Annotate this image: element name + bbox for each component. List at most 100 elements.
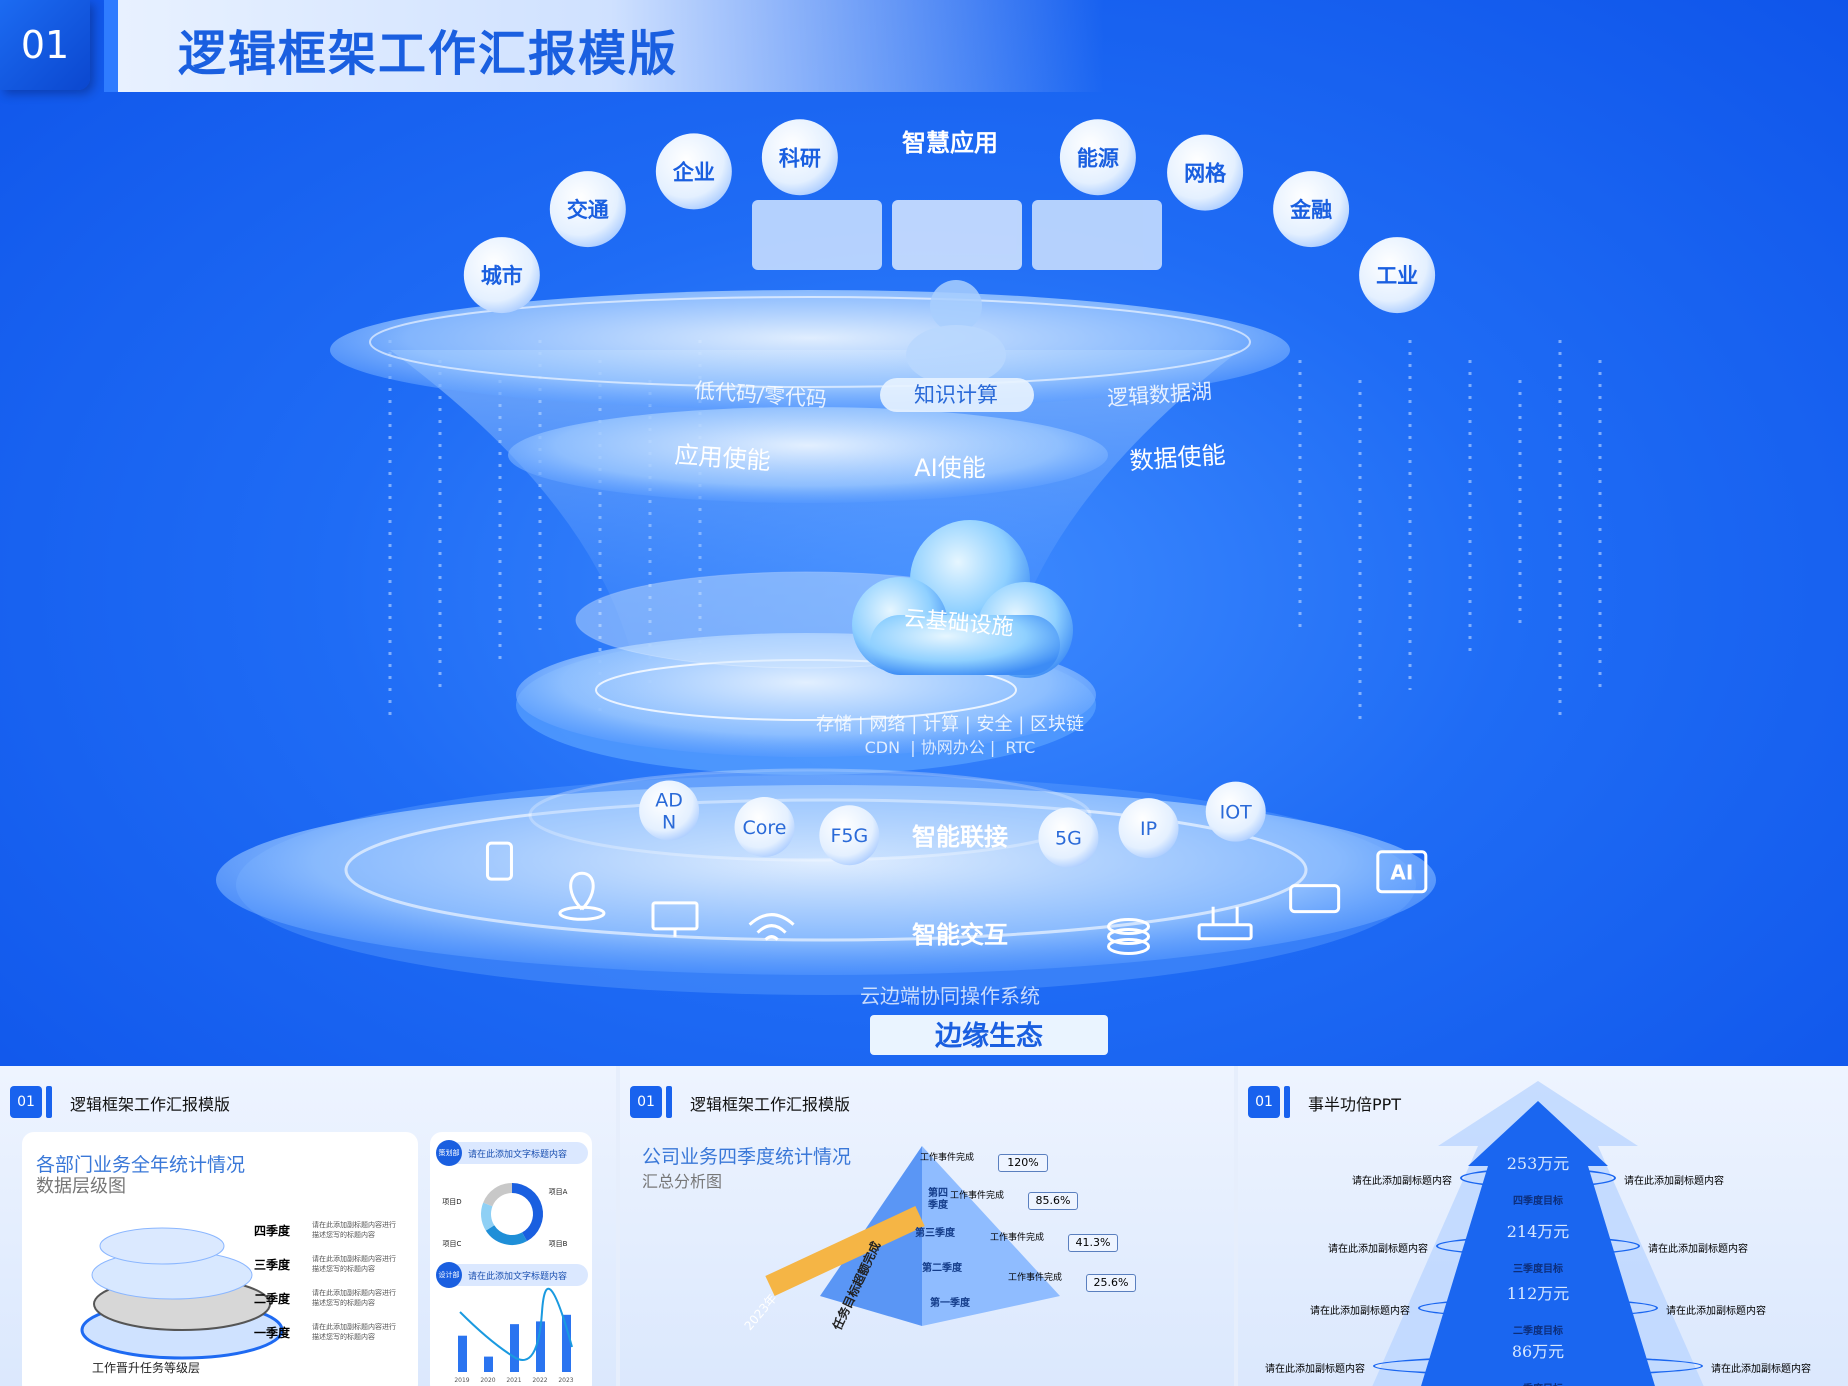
- connect-node-circle: [819, 805, 880, 866]
- card-heading: 公司业务四季度统计情况: [642, 1146, 852, 1168]
- platform-ring: [595, 659, 1017, 721]
- side-card-title: 请在此添加文字标题内容: [468, 1272, 568, 1282]
- architecture-diagram: 智慧应用 城市交通企业科研能源网格金融工业 低代码/零代码 知识计算 逻辑数据湖…: [216, 119, 1602, 1055]
- side-text-right: 请在此添加副标题内容: [1711, 1364, 1811, 1375]
- connect-node[interactable]: IOT: [1205, 781, 1266, 842]
- title-accent-bar: [1284, 1086, 1290, 1118]
- level-label: 三季度: [254, 1258, 291, 1272]
- app-bubble[interactable]: 工业: [1359, 237, 1436, 314]
- tier-label: 第一季度: [930, 1296, 971, 1309]
- tier-caption: 工作事件完成: [990, 1233, 1045, 1243]
- connect-node[interactable]: ADN: [639, 780, 700, 841]
- edge-ecosystem-label: 边缘生态: [935, 1021, 1043, 1052]
- phone-icon: [485, 841, 513, 881]
- tier-value: 41.3%: [1068, 1234, 1118, 1252]
- app-screen: [1032, 200, 1162, 270]
- app-bubble-label: 交通: [567, 198, 609, 222]
- donut-label: 项目D: [442, 1198, 461, 1206]
- app-bubble[interactable]: 网格: [1167, 134, 1244, 211]
- tier-caption: 工作事件完成: [950, 1191, 1005, 1201]
- app-bubble-label: 金融: [1289, 198, 1332, 222]
- side-text-right: 请在此添加副标题内容: [1666, 1306, 1766, 1317]
- year-label: 2019: [454, 1377, 469, 1384]
- connect-title: 智能联接: [912, 823, 1008, 851]
- level-desc: 请在此添加副标题内容进行描述您写的标题内容: [312, 1221, 396, 1239]
- section-number: 01: [1248, 1086, 1280, 1118]
- layer-q4: [99, 1227, 225, 1265]
- connect-node[interactable]: 5G: [1038, 807, 1099, 868]
- connect-node-circle: [1118, 798, 1179, 859]
- app-bubble[interactable]: 交通: [549, 171, 626, 248]
- card-subheading: 汇总分析图: [642, 1172, 723, 1191]
- year-label: 2023: [558, 1377, 573, 1384]
- app-bubble[interactable]: 金融: [1273, 171, 1350, 248]
- app-bubble[interactable]: 企业: [655, 133, 732, 210]
- target-ring: [1460, 1168, 1616, 1188]
- trend-line: [459, 1287, 573, 1361]
- app-bubble[interactable]: 科研: [761, 119, 838, 196]
- thumbnail-slide-3[interactable]: 01 事半功倍PPT 253万元四季度目标请在此添加副标题内容请在此添加副标题内…: [1238, 1066, 1848, 1386]
- layer-knowledge-compute: 知识计算: [914, 383, 998, 407]
- year-label: 2020: [480, 1377, 495, 1384]
- tier-label: 季度: [927, 1198, 949, 1211]
- app-bubble-circle: [463, 237, 540, 314]
- donut-label: 项目C: [443, 1240, 462, 1248]
- layer-app-enable: 应用使能: [674, 441, 772, 476]
- title-accent-bar: [666, 1086, 672, 1118]
- side-text-left: 请在此添加副标题内容: [1328, 1244, 1428, 1255]
- target-label: 一季度目标: [1488, 1380, 1588, 1386]
- connect-node[interactable]: F5G: [819, 805, 880, 866]
- target-ring: [1436, 1236, 1640, 1256]
- connect-node[interactable]: IP: [1118, 798, 1179, 859]
- side-card-pill: [438, 1142, 588, 1164]
- ribbon-year: 2023年: [742, 1291, 780, 1333]
- app-bubble[interactable]: 能源: [1059, 119, 1136, 196]
- app-screens: [752, 200, 1162, 385]
- ai-chip-label: AI: [1390, 861, 1413, 885]
- tablet-icon: [1289, 884, 1341, 914]
- connect-node-label: Core: [743, 817, 787, 839]
- user-figure-body: [906, 325, 1006, 385]
- thumbnail-slide-2[interactable]: 01 逻辑框架工作汇报模版 公司业务四季度统计情况 汇总分析图 2023年 任务…: [620, 1066, 1234, 1386]
- user-figure-head: [930, 280, 982, 332]
- app-bubble[interactable]: 城市: [463, 237, 540, 314]
- section-number: 01: [0, 0, 90, 90]
- connect-node-label: 5G: [1055, 828, 1082, 850]
- slide-title: 逻辑框架工作汇报模版: [70, 1095, 231, 1114]
- bar: [562, 1314, 571, 1372]
- thumbnail-slide-1[interactable]: 01 逻辑框架工作汇报模版 各部门业务全年统计情况 数据层级图 四季度请在此添加…: [0, 1066, 616, 1386]
- ribbon-arrow: [765, 1206, 925, 1296]
- app-bubble-circle: [1359, 237, 1436, 314]
- donut-slice: [483, 1183, 513, 1207]
- router-icon: [1197, 906, 1253, 941]
- connect-node-label: N: [662, 811, 676, 833]
- device-icons: AI: [485, 841, 1428, 956]
- target-amount: 214万元: [1506, 1222, 1570, 1241]
- edge-ecosystem-button[interactable]: [870, 1015, 1108, 1055]
- connect-nodes: ADN Core F5G 5G IP IOT: [639, 780, 1266, 868]
- donut-slice: [485, 1224, 527, 1245]
- connect-node-label: F5G: [830, 825, 868, 847]
- connect-node-circle: [734, 796, 795, 857]
- infra-services-2: CDN | 协网办公 | RTC: [865, 738, 1036, 757]
- app-bubble-circle: [1273, 171, 1350, 248]
- level-label: 二季度: [254, 1292, 291, 1306]
- year-label: 2021: [506, 1377, 521, 1384]
- section-number: 01: [630, 1086, 662, 1118]
- levels-card: 各部门业务全年统计情况 数据层级图 四季度请在此添加副标题内容进行描述您写的标题…: [22, 1132, 418, 1386]
- app-bubble-label: 城市: [481, 264, 523, 288]
- tier-value: 85.6%: [1028, 1192, 1078, 1210]
- monitor-icon: [651, 901, 699, 937]
- layer-data-enable: 数据使能: [1129, 441, 1227, 476]
- level-desc: 请在此添加副标题内容进行描述您写的标题内容: [312, 1323, 396, 1341]
- dept-badge: 设计部: [436, 1262, 462, 1288]
- app-bubble-circle: [761, 119, 838, 196]
- bar: [510, 1324, 519, 1372]
- connect-node-circle: [639, 780, 700, 841]
- app-bubble-circle: [549, 171, 626, 248]
- side-text-left: 请在此添加副标题内容: [1352, 1176, 1452, 1187]
- connect-node[interactable]: Core: [734, 796, 795, 857]
- knowledge-compute-pill: [880, 378, 1034, 412]
- donut-slice: [511, 1183, 543, 1242]
